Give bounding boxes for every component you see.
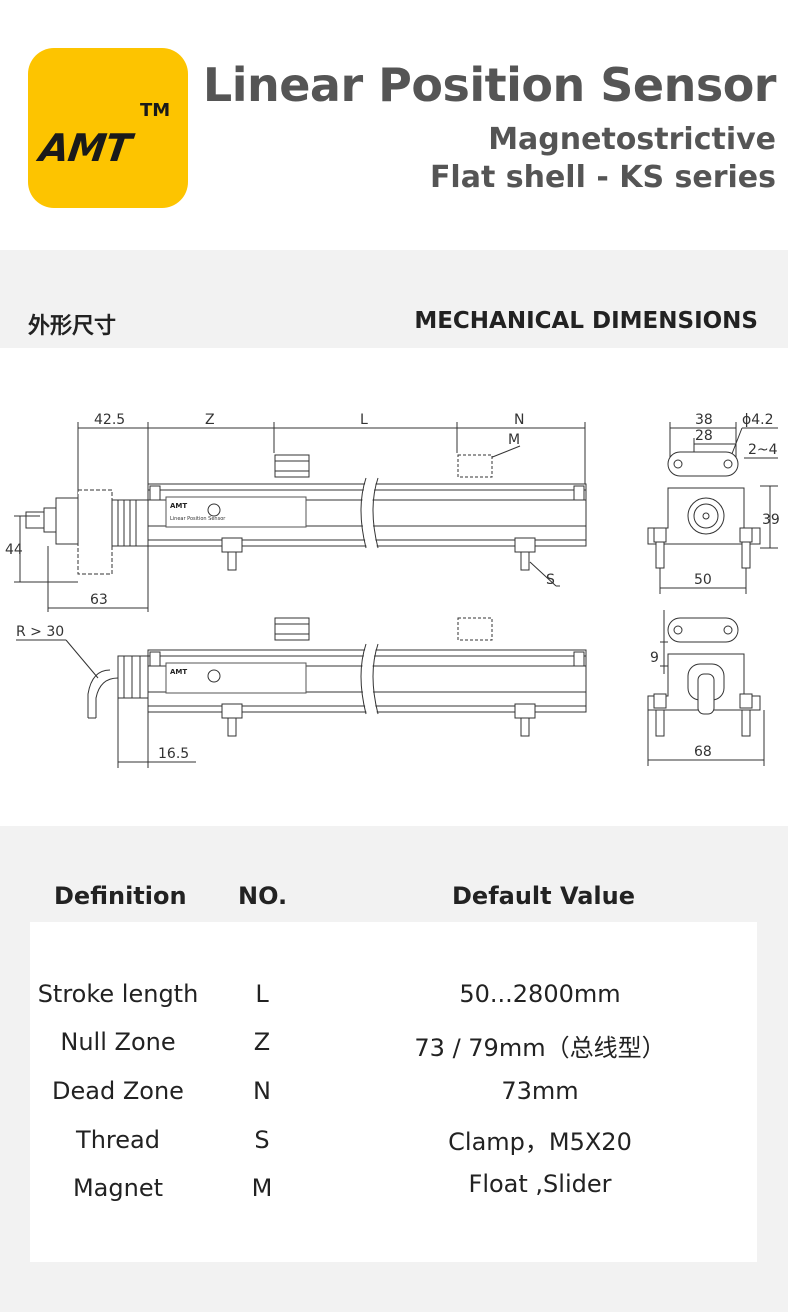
end-view-top: 38 28 ϕ4.2 2~4 39 50 [647, 412, 780, 594]
row-value: Clamp，M5X20 [448, 1128, 632, 1156]
row-value: Float ,Slider [468, 1170, 612, 1198]
row-no: S [254, 1126, 270, 1154]
label-plate-text: Linear Position Sensor [170, 516, 226, 522]
subtitle-series: Flat shell - KS series [429, 160, 776, 195]
dim-hole: ϕ4.2 [742, 412, 774, 428]
header-no: NO. [238, 882, 288, 910]
dim-38: 38 [695, 412, 713, 428]
end-view-bottom: 9 68 [647, 610, 765, 766]
row-definition: Null Zone [60, 1028, 176, 1056]
spec-table: Stroke length L 50...2800mm Null Zone Z … [30, 922, 757, 1262]
dim-39: 39 [762, 512, 780, 528]
dim-44: 44 [5, 542, 23, 558]
subtitle-technology: Magnetostrictive [488, 122, 776, 157]
dim-50: 50 [694, 572, 712, 588]
dim-42-5: 42.5 [94, 412, 125, 428]
dim-m: M [508, 432, 520, 448]
row-definition: Stroke length [37, 980, 199, 1008]
header-definition: Definition [54, 882, 187, 910]
dimension-drawing-svg: 42.5 Z L N M Linear Position Sensor [5, 412, 780, 768]
dim-9: 9 [650, 650, 659, 666]
dim-radius: R > 30 [16, 624, 64, 640]
dim-s: S [546, 572, 555, 588]
dim-63: 63 [90, 592, 108, 608]
row-no: L [255, 980, 269, 1008]
row-no: N [253, 1077, 271, 1105]
dim-2-4: 2~4 [748, 442, 778, 458]
mechanical-drawing: 42.5 Z L N M Linear Position Sensor [0, 348, 788, 826]
row-definition: Dead Zone [52, 1077, 184, 1105]
amt-logo: AMT TM [28, 48, 188, 208]
row-value: 73mm [501, 1077, 579, 1105]
row-definition: Magnet [72, 1174, 164, 1202]
top-side-view: 42.5 Z L N M Linear Position Sensor [5, 412, 587, 612]
dim-n: N [514, 412, 524, 428]
header: AMT TM Linear Position Sensor Magnetostr… [0, 0, 788, 250]
row-value: 50...2800mm [459, 980, 621, 1008]
section-heading: 外形尺寸 MECHANICAL DIMENSIONS [0, 298, 788, 348]
svg-text:AMT: AMT [170, 502, 187, 510]
dim-z: Z [205, 412, 215, 428]
row-value: 73 / 79mm（总线型） [414, 1034, 666, 1062]
svg-text:AMT: AMT [170, 668, 187, 676]
bottom-side-view: AMT R > 30 16.5 [16, 617, 587, 768]
row-no: M [251, 1174, 273, 1202]
header-default-value: Default Value [452, 882, 636, 910]
dim-68: 68 [694, 744, 712, 760]
trademark-mark: TM [140, 100, 171, 121]
section-title-cn: 外形尺寸 [28, 314, 117, 339]
row-definition: Thread [76, 1126, 160, 1154]
dim-28: 28 [695, 428, 713, 444]
row-no: Z [253, 1028, 271, 1056]
logo-text: AMT [36, 126, 134, 170]
dim-16-5: 16.5 [158, 746, 189, 762]
dim-l: L [360, 412, 368, 428]
page-title: Linear Position Sensor [202, 58, 777, 112]
section-title-en: MECHANICAL DIMENSIONS [414, 308, 758, 334]
